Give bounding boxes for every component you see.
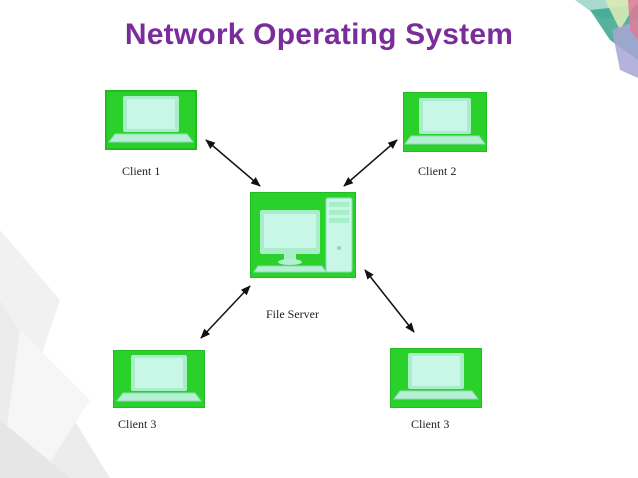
desktop-computer-icon: [250, 192, 356, 278]
slide-title: Network Operating System: [124, 18, 514, 51]
edge-client3a-server: [200, 285, 251, 339]
node-label-file-server: File Server: [266, 307, 319, 321]
laptop-icon: [390, 348, 482, 408]
laptop-icon: [113, 350, 205, 408]
laptop-icon: [403, 92, 487, 152]
node-label-client-3-left: Client 3: [118, 417, 157, 431]
edge-client1-server: [205, 139, 261, 187]
node-label-client-3-right: Client 3: [411, 417, 450, 431]
node-label-client-1: Client 1: [122, 164, 161, 178]
edge-client3b-server: [364, 269, 415, 333]
edge-client2-server: [343, 139, 398, 187]
laptop-icon: [105, 90, 197, 150]
node-label-client-2: Client 2: [418, 164, 457, 178]
